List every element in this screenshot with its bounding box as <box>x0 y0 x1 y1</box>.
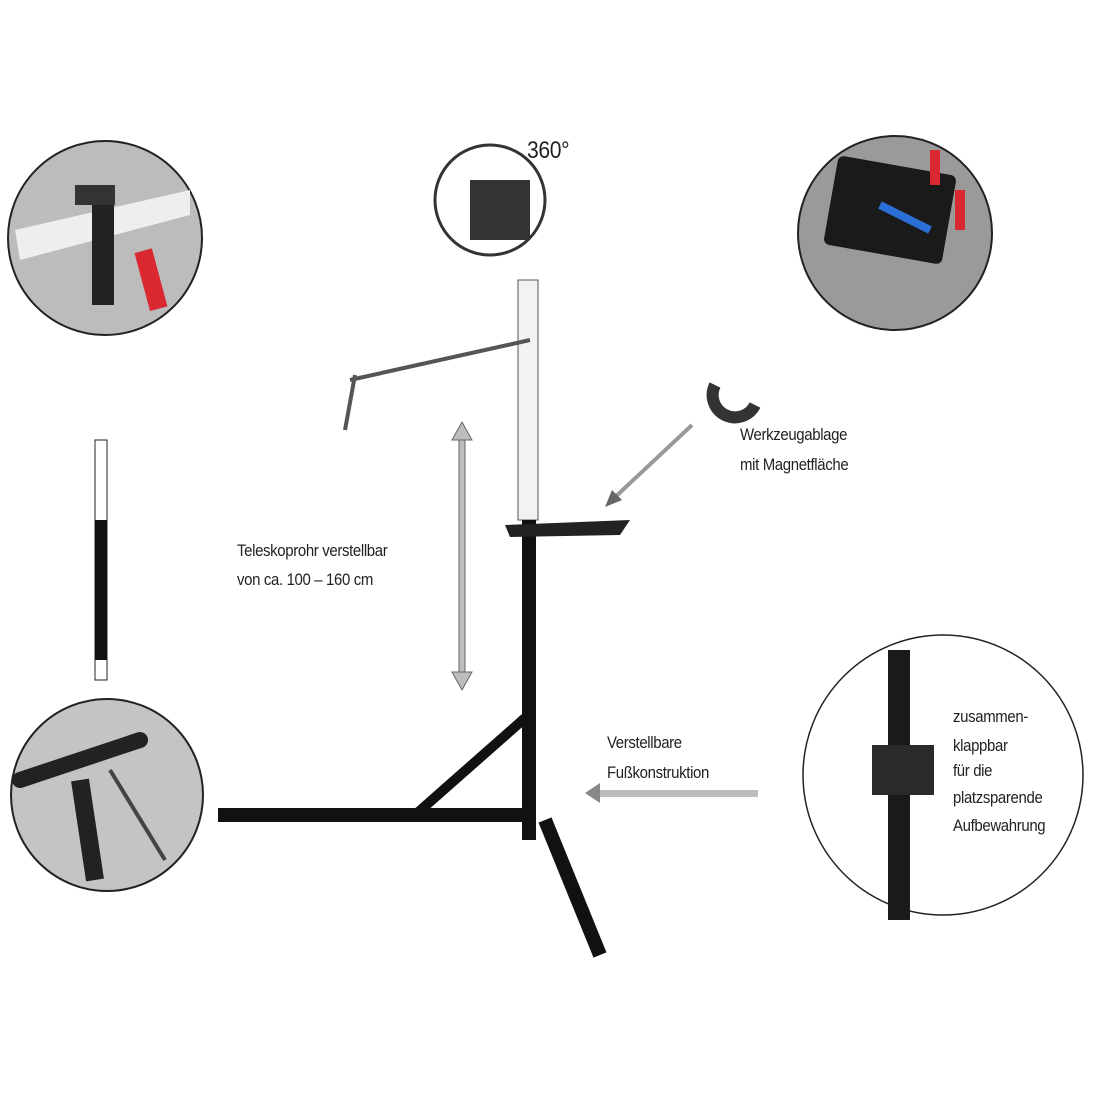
fold-label-3: für die <box>953 761 993 780</box>
telescope-label-2: von ca. 100 – 160 cm <box>237 570 374 589</box>
fold-label-5: Aufbewahrung <box>953 816 1046 835</box>
tool-tray-label-1: Werkzeugablage <box>740 425 848 444</box>
detail-circle-clamp <box>7 140 203 336</box>
telescope-label-1: Teleskoprohr verstellbar <box>237 541 388 560</box>
rotation-label: 360° <box>527 137 570 164</box>
tool-arm-detail <box>94 439 108 681</box>
height-double-arrow-icon <box>451 420 473 692</box>
detail-circle-tool-tray <box>797 135 993 331</box>
fold-label-2: klappbar <box>953 736 1008 755</box>
feet-arrow-icon <box>585 783 758 803</box>
tray-arrow-icon <box>605 423 694 507</box>
detail-circle-handlebar <box>10 698 204 892</box>
fold-label-4: platzsparende <box>953 788 1043 807</box>
feet-label-2: Fußkonstruktion <box>607 763 709 782</box>
detail-circle-folded <box>802 634 1084 920</box>
repair-stand <box>218 143 630 958</box>
magnet-icon <box>706 382 761 424</box>
feet-label-1: Verstellbare <box>607 733 682 752</box>
tool-tray-label-2: mit Magnetfläche <box>740 455 849 474</box>
fold-label-1: zusammen- <box>953 707 1028 726</box>
